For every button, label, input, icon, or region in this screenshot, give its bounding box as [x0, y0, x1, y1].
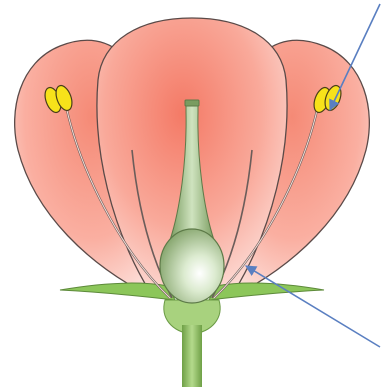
stem [182, 325, 202, 387]
ovary [160, 229, 224, 303]
stigma [185, 100, 199, 106]
arrow-to-ovary [246, 266, 380, 347]
